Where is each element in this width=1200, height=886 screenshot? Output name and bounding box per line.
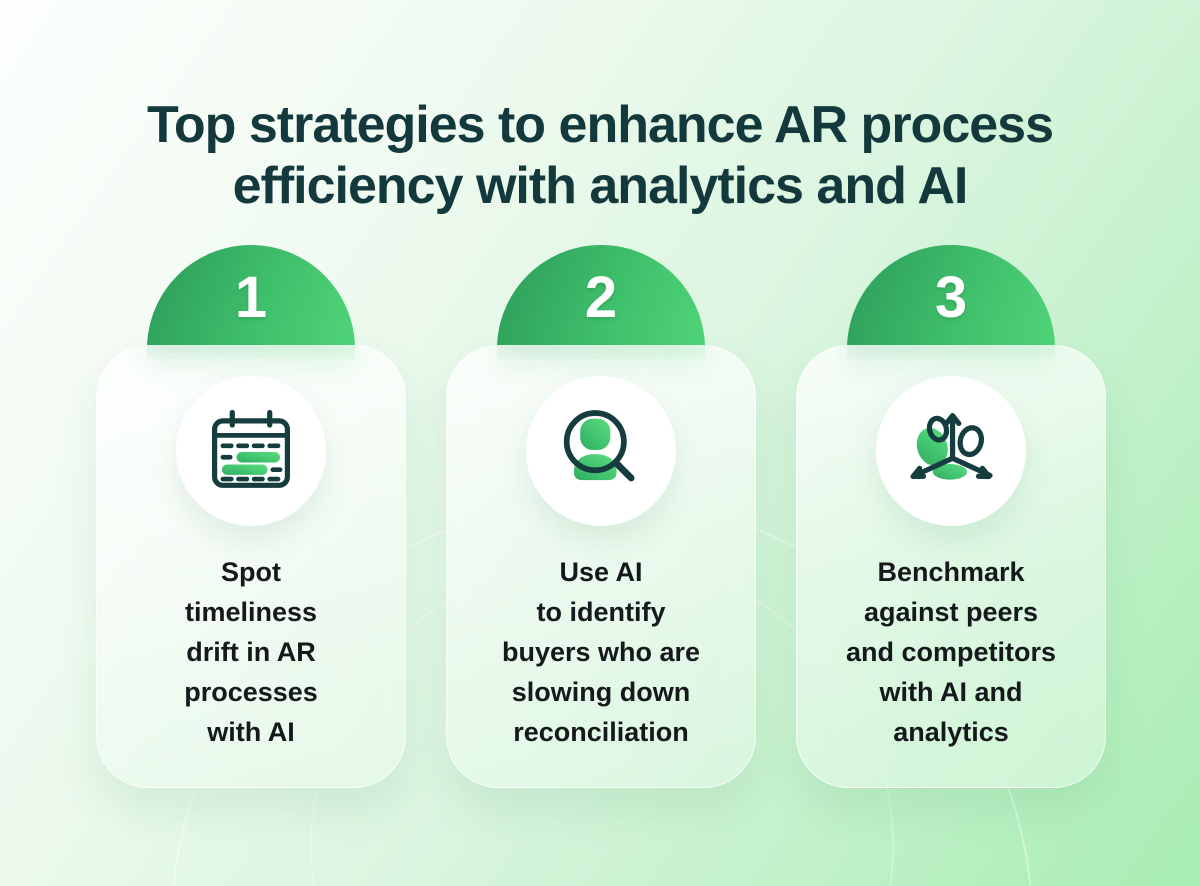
strategy-card-3: 3 xyxy=(796,245,1106,788)
benchmark-3d-axes-icon xyxy=(910,413,993,480)
icon-circle xyxy=(876,376,1026,526)
person-search-icon xyxy=(563,410,635,482)
card-text: Use AI to identify buyers who are slowin… xyxy=(501,557,701,747)
card-number-badge: 1 xyxy=(147,245,355,359)
card-number: 3 xyxy=(934,264,968,330)
card-text: Spot timeliness drift in AR processes wi… xyxy=(184,557,318,747)
icon-circle xyxy=(176,376,326,526)
card-number-badge: 2 xyxy=(497,245,705,359)
calendar-schedule-icon xyxy=(212,409,290,488)
page-title: Top strategies to enhance AR process eff… xyxy=(146,95,1054,216)
strategy-cards-row: 1 xyxy=(96,245,1106,788)
strategy-card-2: 2 Use AI to i xyxy=(446,245,756,788)
icon-circle xyxy=(526,376,676,526)
card-number-badge: 3 xyxy=(847,245,1055,359)
card-body: Use AI to identify buyers who are slowin… xyxy=(446,345,756,788)
card-number: 1 xyxy=(234,264,268,330)
card-body: Benchmark against peers and competitors … xyxy=(796,345,1106,788)
strategy-card-1: 1 xyxy=(96,245,406,788)
card-number: 2 xyxy=(584,264,618,330)
card-text: Benchmark against peers and competitors … xyxy=(845,557,1057,747)
card-body: Spot timeliness drift in AR processes wi… xyxy=(96,345,406,788)
